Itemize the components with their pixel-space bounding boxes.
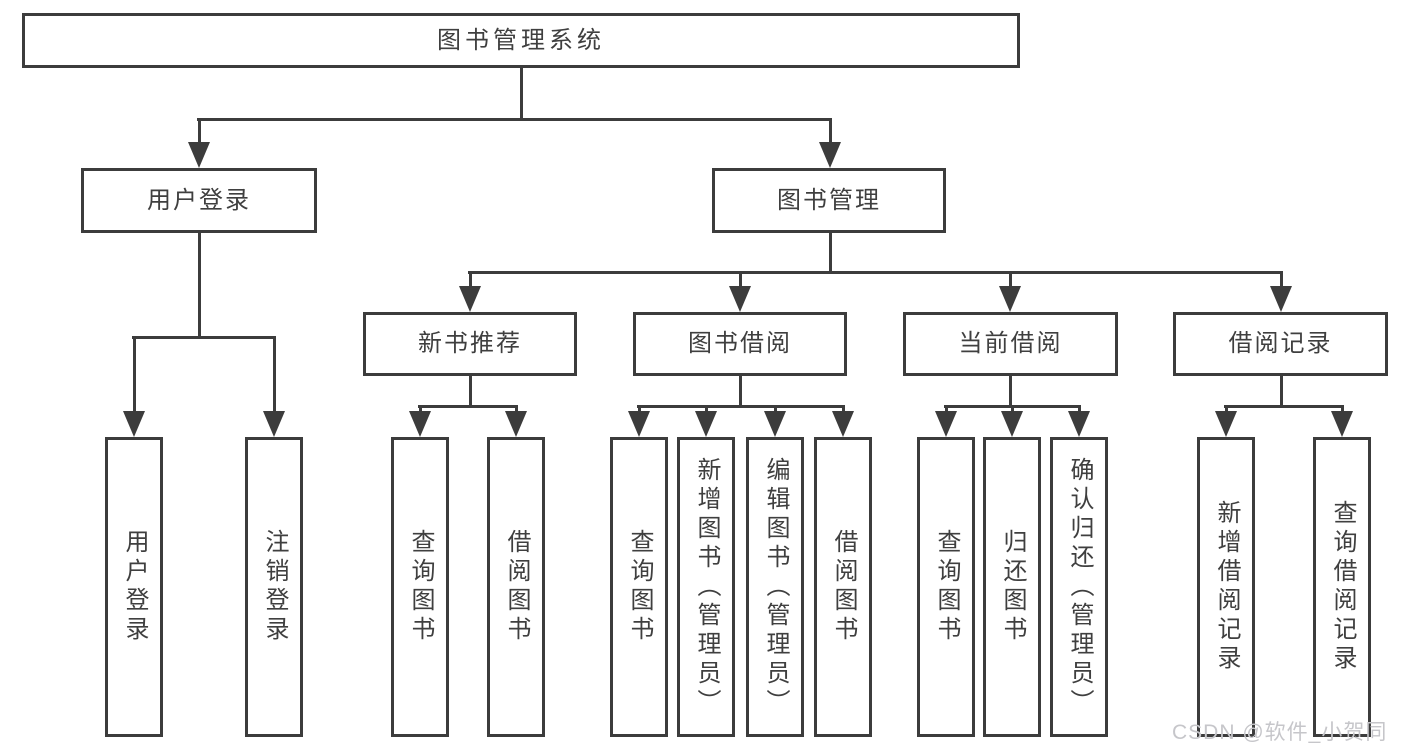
leaf-cb-query-book: 查询图书 bbox=[917, 437, 975, 737]
connector-line bbox=[739, 376, 742, 408]
arrowhead bbox=[1068, 411, 1090, 437]
connector-line bbox=[829, 118, 832, 144]
arrowhead bbox=[505, 411, 527, 437]
connector-line bbox=[637, 405, 845, 408]
connector-line bbox=[273, 336, 276, 413]
arrowhead bbox=[999, 286, 1021, 312]
connector-line bbox=[842, 405, 845, 413]
connector-line bbox=[515, 405, 518, 413]
arrowhead bbox=[1001, 411, 1023, 437]
arrowhead bbox=[1270, 286, 1292, 312]
connector-line bbox=[1341, 405, 1344, 413]
connector-line bbox=[739, 271, 742, 288]
node-current-borrow: 当前借阅 bbox=[903, 312, 1118, 376]
arrowhead bbox=[1331, 411, 1353, 437]
leaf-br-query-record: 查询借阅记录 bbox=[1313, 437, 1371, 737]
leaf-nb-query-book: 查询图书 bbox=[391, 437, 449, 737]
leaf-br-add-record: 新增借阅记录 bbox=[1197, 437, 1255, 737]
connector-line bbox=[945, 405, 948, 413]
arrowhead bbox=[729, 286, 751, 312]
leaf-bb-query-book: 查询图书 bbox=[610, 437, 668, 737]
arrowhead bbox=[695, 411, 717, 437]
arrowhead bbox=[819, 142, 841, 168]
connector-line bbox=[1078, 405, 1081, 413]
connector-line bbox=[1009, 271, 1012, 288]
connector-line bbox=[198, 118, 201, 144]
arrowhead bbox=[935, 411, 957, 437]
connector-line bbox=[133, 336, 136, 413]
leaf-nb-borrow-book: 借阅图书 bbox=[487, 437, 545, 737]
leaf-logout-login: 注销登录 bbox=[245, 437, 303, 737]
connector-line bbox=[1280, 271, 1283, 288]
arrowhead bbox=[832, 411, 854, 437]
connector-line bbox=[1280, 376, 1283, 408]
connector-line bbox=[419, 405, 422, 413]
leaf-cb-confirm-return-admin: 确认归还（管理员） bbox=[1050, 437, 1108, 737]
arrowhead bbox=[263, 411, 285, 437]
node-book-borrow: 图书借阅 bbox=[633, 312, 847, 376]
arrowhead bbox=[409, 411, 431, 437]
node-new-book-recommend: 新书推荐 bbox=[363, 312, 577, 376]
connector-line bbox=[418, 405, 518, 408]
connector-line bbox=[468, 271, 1283, 274]
connector-line bbox=[132, 336, 276, 339]
connector-line bbox=[1225, 405, 1228, 413]
leaf-bb-borrow-book: 借阅图书 bbox=[814, 437, 872, 737]
connector-line bbox=[1011, 405, 1014, 413]
leaf-bb-edit-book-admin: 编辑图书（管理员） bbox=[746, 437, 804, 737]
connector-line bbox=[197, 118, 832, 121]
arrowhead bbox=[1215, 411, 1237, 437]
leaf-user-login: 用户登录 bbox=[105, 437, 163, 737]
connector-line bbox=[198, 231, 201, 336]
node-root: 图书管理系统 bbox=[22, 13, 1020, 68]
connector-line bbox=[774, 405, 777, 413]
leaf-cb-return-book: 归还图书 bbox=[983, 437, 1041, 737]
connector-line bbox=[705, 405, 708, 413]
arrowhead bbox=[764, 411, 786, 437]
connector-line bbox=[829, 231, 832, 273]
arrowhead bbox=[123, 411, 145, 437]
node-user-login: 用户登录 bbox=[81, 168, 317, 233]
connector-line bbox=[1009, 376, 1012, 408]
connector-line bbox=[520, 68, 523, 118]
connector-line bbox=[638, 405, 641, 413]
connector-line bbox=[469, 271, 472, 288]
connector-line bbox=[469, 376, 472, 408]
arrowhead bbox=[628, 411, 650, 437]
connector-line bbox=[1224, 405, 1344, 408]
leaf-bb-add-book-admin: 新增图书（管理员） bbox=[677, 437, 735, 737]
node-borrow-record: 借阅记录 bbox=[1173, 312, 1388, 376]
arrowhead bbox=[188, 142, 210, 168]
node-book-management: 图书管理 bbox=[712, 168, 946, 233]
watermark: CSDN @软件_小贺同学 bbox=[1172, 721, 1388, 744]
arrowhead bbox=[459, 286, 481, 312]
